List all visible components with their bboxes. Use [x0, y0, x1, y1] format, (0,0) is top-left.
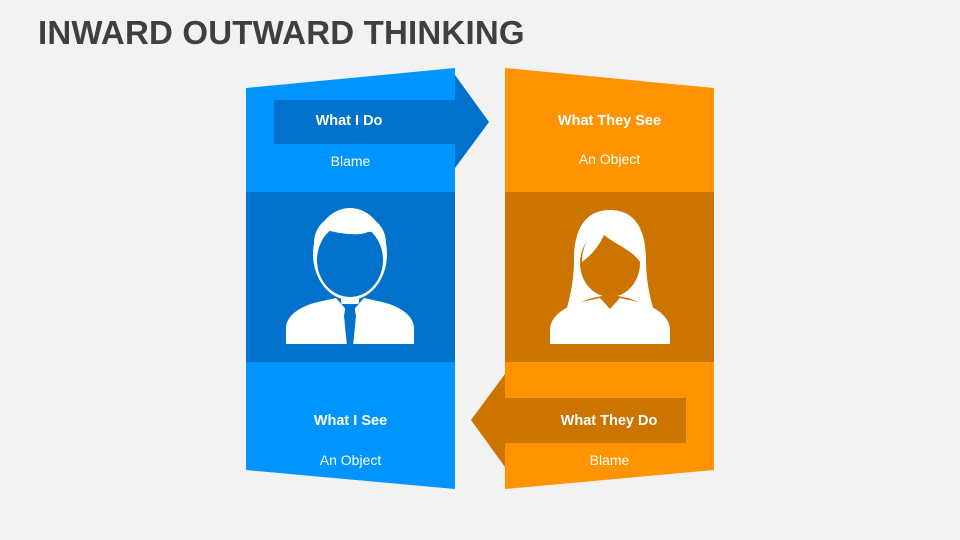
slide-title: INWARD OUTWARD THINKING	[38, 14, 525, 51]
right-panel-top-band	[505, 68, 714, 192]
woman-avatar-icon	[550, 210, 670, 344]
what-they-do-label: What They Do	[560, 413, 658, 429]
left-top-sub-label: Blame	[330, 153, 371, 169]
what-i-do-label: What I Do	[315, 113, 383, 129]
left-arrow	[471, 374, 686, 467]
left-bottom-sub-label: An Object	[319, 452, 382, 468]
right-bottom-sub-label: Blame	[589, 452, 630, 468]
left-panel-bottom-band	[246, 362, 455, 489]
what-they-see-label: What They See	[557, 113, 662, 129]
right-top-sub-label: An Object	[578, 151, 641, 167]
right-arrow	[274, 75, 489, 168]
what-i-see-label: What I See	[313, 413, 388, 429]
man-avatar-icon	[286, 208, 414, 346]
